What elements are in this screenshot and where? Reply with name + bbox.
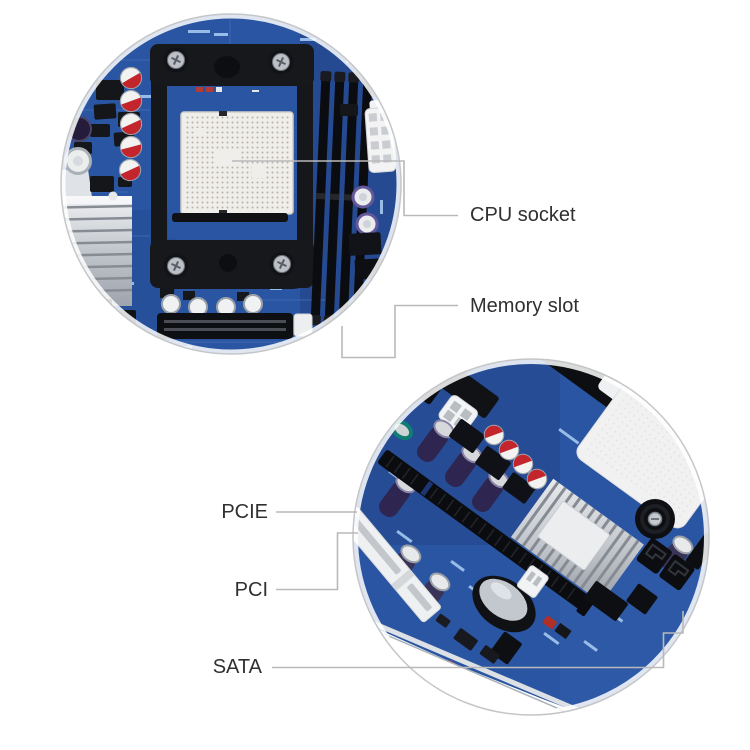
edge-port — [685, 532, 709, 570]
chipset-heatsink — [510, 478, 644, 603]
pin-header — [80, 299, 112, 339]
bottom-circle-inner-glow — [353, 359, 709, 715]
cpu-socket-callout-line — [232, 160, 458, 217]
callout-lines — [232, 160, 684, 669]
pcie-label: PCIE — [221, 501, 268, 523]
buzzer — [635, 499, 675, 539]
memory-slot-label: Memory slot — [470, 295, 579, 317]
connector-white-small — [355, 48, 387, 70]
sata-callout-line — [272, 611, 684, 669]
fan-connector — [516, 565, 549, 598]
bottom-circle-rim — [352, 358, 710, 716]
memory-slot-callout-line — [341, 304, 458, 359]
cpu-power-connector — [438, 395, 478, 434]
sata-ports — [636, 538, 695, 591]
top-circle-rim — [60, 13, 402, 355]
expansion-slots-photo — [353, 359, 709, 715]
standoff-hole — [108, 191, 118, 201]
pci-label: PCI — [234, 579, 268, 601]
ide-connector — [157, 313, 293, 339]
chokes — [449, 419, 536, 504]
pci-callout-line — [276, 532, 358, 591]
top-circle-inner-glow — [60, 13, 402, 355]
cpu-socket — [150, 44, 314, 289]
pci-slot — [353, 507, 441, 623]
socket-lever — [172, 213, 288, 222]
cpu-socket-label: CPU socket — [470, 204, 576, 226]
cpu-area-photo — [61, 14, 401, 354]
cmos-battery — [472, 575, 536, 633]
sata-label: SATA — [212, 656, 262, 678]
